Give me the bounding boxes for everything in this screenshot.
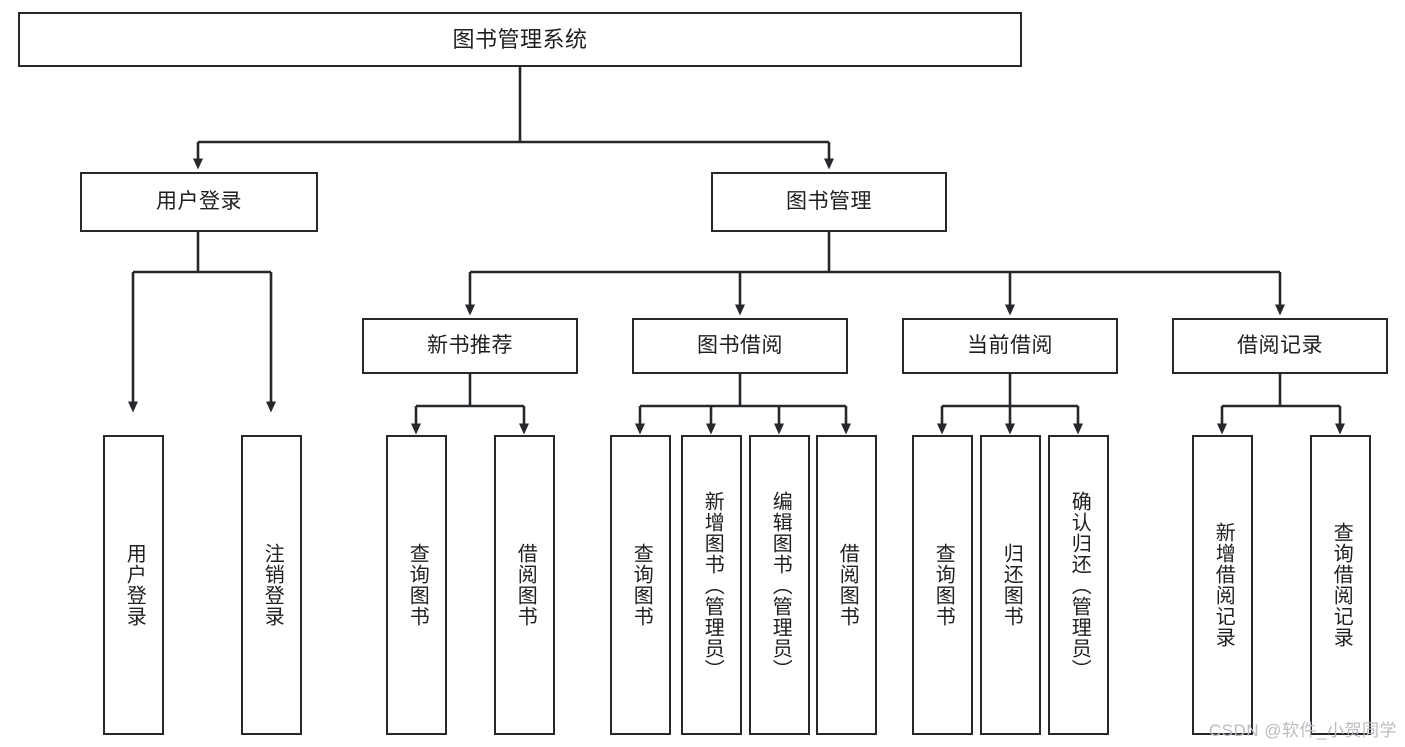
node-leaf-user-logout[interactable]: 注销登录 — [241, 435, 302, 735]
node-leaf-query-record[interactable]: 查询借阅记录 — [1310, 435, 1371, 735]
node-current-borrow[interactable]: 当前借阅 — [902, 318, 1118, 374]
node-leaf-add-record[interactable]: 新增借阅记录 — [1192, 435, 1253, 735]
node-leaf-confirm-return-label: 确认归还（管理员） — [1068, 490, 1091, 680]
node-leaf-query-book-1[interactable]: 查询图书 — [386, 435, 447, 735]
node-leaf-edit-book[interactable]: 编辑图书（管理员） — [749, 435, 810, 735]
node-leaf-borrow-book-2-label: 借阅图书 — [836, 543, 859, 627]
node-leaf-borrow-book-1[interactable]: 借阅图书 — [494, 435, 555, 735]
node-current-borrow-label: 当前借阅 — [967, 333, 1053, 357]
node-book-manage-label: 图书管理 — [786, 189, 872, 213]
node-leaf-user-login[interactable]: 用户登录 — [103, 435, 164, 735]
csdn-watermark: CSDN @软件_小贺同学 — [1208, 721, 1397, 740]
node-root-label: 图书管理系统 — [452, 26, 588, 52]
node-borrow-record[interactable]: 借阅记录 — [1172, 318, 1388, 374]
node-leaf-confirm-return[interactable]: 确认归还（管理员） — [1048, 435, 1109, 735]
node-leaf-edit-book-label: 编辑图书（管理员） — [769, 490, 792, 680]
node-leaf-add-book-label: 新增图书（管理员） — [701, 490, 724, 680]
node-book-borrow-label: 图书借阅 — [697, 333, 783, 357]
node-new-book-recommend-label: 新书推荐 — [427, 333, 513, 357]
node-leaf-query-book-2-label: 查询图书 — [630, 543, 653, 627]
node-new-book-recommend[interactable]: 新书推荐 — [362, 318, 578, 374]
node-leaf-query-book-3[interactable]: 查询图书 — [912, 435, 973, 735]
node-leaf-query-book-2[interactable]: 查询图书 — [610, 435, 671, 735]
node-root[interactable]: 图书管理系统 — [18, 12, 1022, 67]
node-leaf-return-book-label: 归还图书 — [1000, 543, 1023, 627]
node-leaf-user-logout-label: 注销登录 — [261, 543, 284, 627]
node-leaf-add-book[interactable]: 新增图书（管理员） — [681, 435, 742, 735]
node-leaf-return-book[interactable]: 归还图书 — [980, 435, 1041, 735]
node-user-login-label: 用户登录 — [156, 189, 242, 213]
node-leaf-query-record-label: 查询借阅记录 — [1330, 522, 1353, 648]
node-leaf-borrow-book-1-label: 借阅图书 — [514, 543, 537, 627]
node-book-borrow[interactable]: 图书借阅 — [632, 318, 848, 374]
node-leaf-query-book-1-label: 查询图书 — [406, 543, 429, 627]
node-borrow-record-label: 借阅记录 — [1237, 333, 1323, 357]
node-leaf-borrow-book-2[interactable]: 借阅图书 — [816, 435, 877, 735]
node-user-login[interactable]: 用户登录 — [80, 172, 318, 232]
node-leaf-query-book-3-label: 查询图书 — [932, 543, 955, 627]
node-book-manage[interactable]: 图书管理 — [711, 172, 947, 232]
node-leaf-add-record-label: 新增借阅记录 — [1212, 522, 1235, 648]
node-leaf-user-login-label: 用户登录 — [123, 543, 146, 627]
